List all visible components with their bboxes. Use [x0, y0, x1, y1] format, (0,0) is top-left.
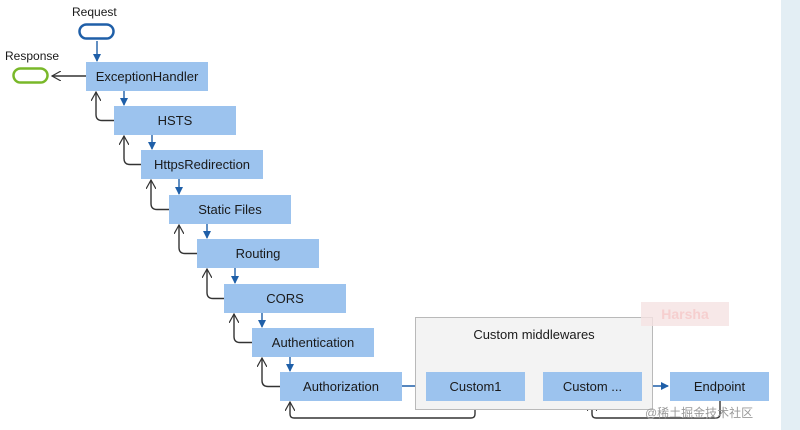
request-label: Request [72, 5, 117, 19]
middleware-exceptionhandler: ExceptionHandler [86, 62, 208, 91]
middleware-custom-more: Custom ... [543, 372, 642, 401]
watermark-text: @稀土掘金技术社区 [645, 406, 754, 420]
node-label: CORS [266, 291, 304, 306]
node-label: Endpoint [693, 379, 746, 394]
custom-middlewares-title: Custom middlewares [473, 327, 595, 342]
watermark-logo-text: Harsha [661, 306, 709, 322]
return-arrow [207, 269, 224, 300]
middleware-cors: CORS [224, 284, 346, 313]
return-arrow [124, 136, 141, 166]
node-label: Authorization [303, 379, 379, 394]
return-arrow [234, 314, 252, 344]
return-arrow [151, 180, 169, 211]
node-label: Custom1 [449, 379, 502, 394]
return-arrow-custom1 [290, 401, 476, 419]
middleware-routing: Routing [197, 239, 319, 268]
middleware-static-files: Static Files [169, 195, 291, 224]
node-label: HSTS [157, 113, 193, 128]
request-pill [78, 23, 115, 40]
response-pill [12, 67, 49, 84]
middleware-hsts: HSTS [114, 106, 236, 135]
node-label: Static Files [198, 202, 262, 217]
node-label: Custom ... [562, 379, 623, 394]
middleware-httpsredirection: HttpsRedirection [141, 150, 263, 179]
right-edge-strip [781, 0, 800, 430]
node-label: Routing [235, 246, 281, 261]
return-arrow [262, 358, 280, 388]
middleware-authorization: Authorization [280, 372, 402, 401]
node-label: Authentication [271, 335, 355, 350]
node-label: ExceptionHandler [95, 69, 199, 84]
endpoint-node: Endpoint [670, 372, 769, 401]
return-arrow [179, 225, 197, 255]
return-arrow [96, 92, 114, 122]
middleware-authentication: Authentication [252, 328, 374, 357]
node-label: HttpsRedirection [153, 157, 251, 172]
response-label: Response [5, 49, 60, 63]
middleware-custom1: Custom1 [426, 372, 525, 401]
return-arrow-endpoint [592, 401, 721, 419]
watermark-logo: Harsha [641, 302, 729, 326]
